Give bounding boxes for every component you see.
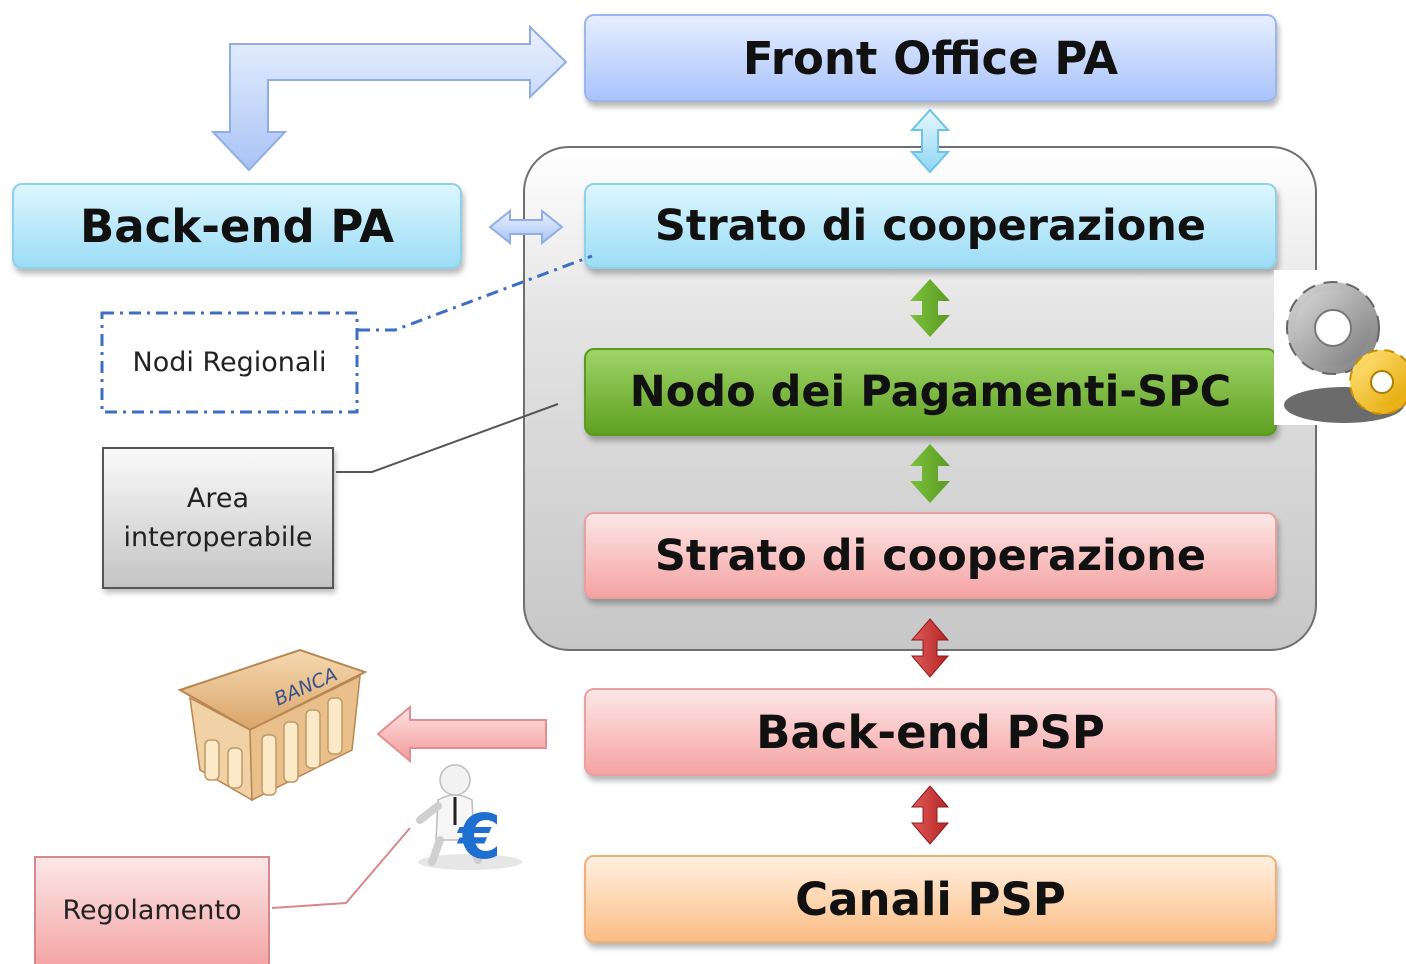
backendpsp-to-bank-arrow	[376, 704, 547, 764]
regolamento-note: Regolamento	[34, 856, 270, 964]
canali-psp-box: Canali PSP	[584, 855, 1277, 943]
strato-cooperazione-bottom-label: Strato di cooperazione	[654, 530, 1207, 581]
strato-backendpsp-double-arrow	[910, 618, 950, 678]
strato-nodo-double-arrow	[910, 279, 950, 337]
backendpsp-canali-double-arrow	[910, 785, 950, 845]
person-euro-icon: €	[416, 764, 522, 873]
nodo-pagamenti-box: Nodo dei Pagamenti-SPC	[584, 348, 1277, 436]
front-office-pa-box: Front Office PA	[584, 14, 1277, 102]
area-interoperabile-note: Area interoperabile	[102, 447, 334, 589]
backend-pa-label: Back-end PA	[79, 199, 395, 253]
nodo-pagamenti-label: Nodo dei Pagamenti-SPC	[629, 367, 1232, 417]
euro-symbol: €	[456, 800, 501, 873]
frontoffice-strato-double-arrow	[909, 108, 951, 174]
front-office-pa-label: Front Office PA	[742, 31, 1119, 85]
nodi-regionali-connector	[358, 254, 593, 332]
gear-icon	[1274, 270, 1406, 425]
backendpa-strato-double-arrow	[488, 208, 564, 246]
regolamento-connector	[271, 827, 411, 909]
area-interoperabile-connector	[336, 403, 559, 473]
strato-cooperazione-top-label: Strato di cooperazione	[654, 201, 1207, 251]
backend-to-frontoffice-arrow	[210, 24, 568, 172]
area-label-line1: Area	[186, 482, 250, 514]
nodi-regionali-label: Nodi Regionali	[132, 347, 327, 379]
strato-cooperazione-top-box: Strato di cooperazione	[584, 183, 1277, 269]
backend-psp-box: Back-end PSP	[584, 688, 1277, 776]
nodo-strato-double-arrow	[910, 444, 950, 503]
backend-psp-label: Back-end PSP	[756, 705, 1105, 759]
canali-psp-label: Canali PSP	[795, 872, 1066, 926]
area-label-line2: interoperabile	[123, 522, 313, 553]
nodi-regionali-note: Nodi Regionali	[101, 313, 358, 413]
regolamento-label: Regolamento	[62, 895, 242, 927]
strato-cooperazione-bottom-box: Strato di cooperazione	[584, 512, 1277, 599]
bank-building-icon: BANCA	[177, 648, 368, 802]
nodi-regionali-dashed-border	[100, 311, 359, 414]
backend-pa-box: Back-end PA	[12, 183, 462, 269]
